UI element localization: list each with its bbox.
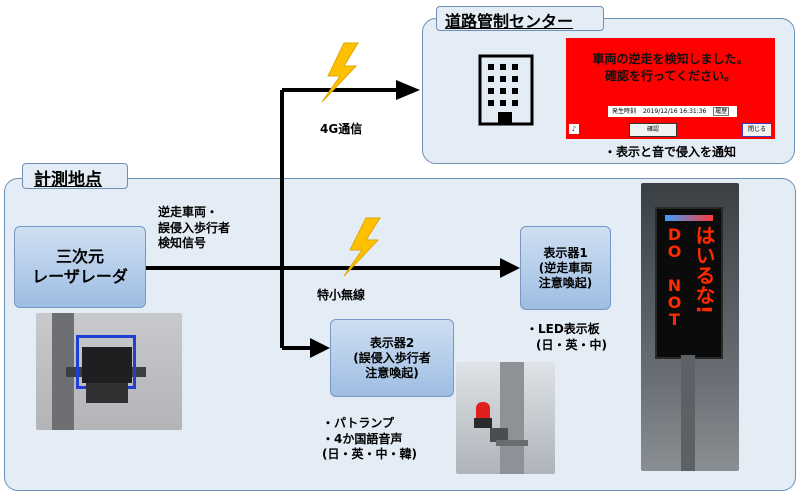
link-4g-label: 4G通信	[320, 122, 363, 136]
confirm-button[interactable]: 確認	[629, 123, 677, 137]
sensor-box: 三次元 レーザレーダ	[14, 226, 146, 308]
display1-note: ・LED表示板 (日・英・中)	[526, 322, 607, 352]
arrowhead-center	[396, 80, 420, 100]
lightning-bolt-icon	[321, 42, 359, 103]
led-text-japanese: はいるな!	[692, 225, 716, 315]
alert-message-line1: 車両の逆走を検知しました。	[592, 52, 749, 66]
time-bar: 発生時刻 2019/12/16 16:31:36 履歴	[608, 106, 737, 117]
pole	[52, 313, 74, 430]
building-icon	[478, 54, 534, 126]
led-panel: はいるな! DO NOT	[655, 207, 723, 359]
alert-screen: 車両の逆走を検知しました。 確認を行ってください。 発生時刻 2019/12/1…	[566, 38, 775, 139]
radio-label: 特小無線	[317, 288, 366, 302]
center-title-tab	[436, 6, 604, 31]
display2-note: ・パトランプ ・4か国語音声 (日・英・中・韓)	[322, 416, 417, 462]
sound-icon[interactable]: ♪	[569, 124, 579, 134]
sensor-label-line2: レーザレーダ	[32, 267, 128, 286]
led-sign-photo: はいるな! DO NOT	[641, 183, 739, 471]
alert-message-line2: 確認を行ってください。	[604, 69, 737, 83]
patrol-lamp-photo	[456, 362, 555, 474]
speaker-unit	[490, 428, 508, 442]
time-value: 2019/12/16 16:31:36	[642, 108, 707, 115]
display1-box: 表示器1 (逆走車両 注意喚起)	[520, 226, 611, 310]
site-title-tab	[22, 163, 128, 189]
display2-box: 表示器2 (誤侵入歩行者 注意喚起)	[330, 319, 454, 397]
lidar-unit	[82, 347, 132, 383]
signal-label: 逆走車両・ 誤侵入歩行者 検知信号	[158, 205, 231, 251]
led-level-indicator	[665, 215, 713, 221]
history-label[interactable]: 履歴	[713, 107, 730, 116]
time-label: 発生時刻	[612, 108, 637, 115]
pole	[500, 362, 524, 474]
close-button[interactable]: 閉じる	[742, 123, 772, 137]
site-title: 計測地点	[34, 170, 102, 190]
center-note: ・表示と音で侵入を通知	[604, 145, 737, 159]
sign-pole	[681, 355, 695, 471]
clamp	[496, 440, 528, 446]
sensor-label-line1: 三次元	[55, 247, 104, 266]
red-lamp	[476, 402, 490, 418]
led-text-english: DO NOT	[665, 225, 684, 327]
lidar-photo	[36, 313, 182, 430]
detection-box	[76, 335, 136, 389]
mount	[86, 383, 128, 403]
lamp-base	[474, 418, 492, 428]
center-title: 道路管制センター	[445, 12, 574, 31]
